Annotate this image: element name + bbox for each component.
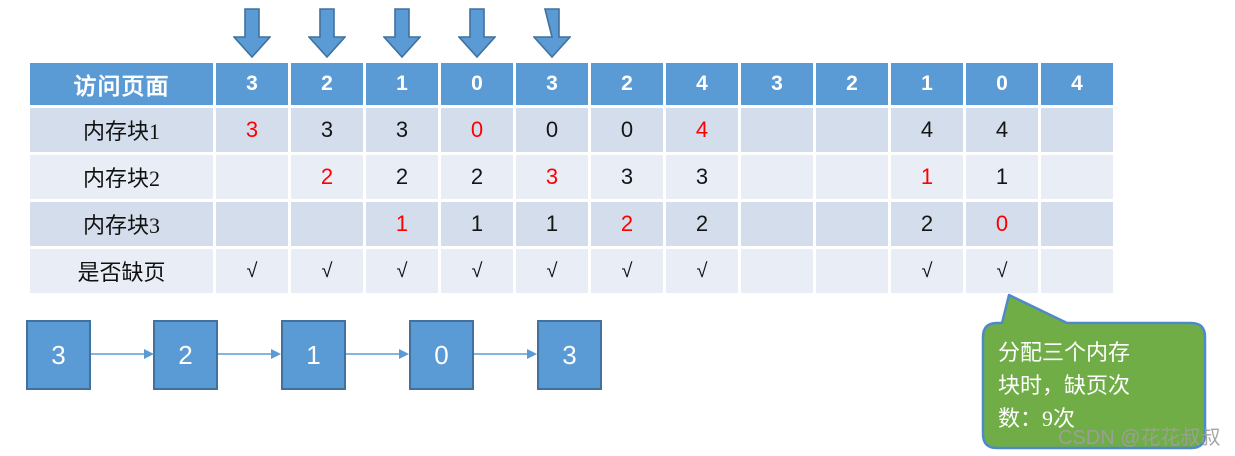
down-arrow-icon (533, 8, 571, 58)
list-node: 3 (26, 320, 91, 390)
page-fault-cell: √ (591, 249, 663, 293)
table-cell: 3 (216, 108, 288, 152)
callout-line: 数：9次 (998, 406, 1076, 431)
page-ref-header: 2 (816, 63, 888, 105)
page-fault-cell: √ (666, 249, 738, 293)
page-ref-header: 3 (741, 63, 813, 105)
table-cell: 4 (666, 108, 738, 152)
down-arrow-icon (458, 8, 496, 58)
table-cell: 1 (366, 202, 438, 246)
table-cell: 3 (516, 155, 588, 199)
page-ref-header: 0 (441, 63, 513, 105)
table-cell: 3 (291, 108, 363, 152)
table-cell: 2 (591, 202, 663, 246)
table-cell: 2 (666, 202, 738, 246)
page-fault-cell (1041, 249, 1113, 293)
page-fault-cell: √ (216, 249, 288, 293)
table-cell: 3 (666, 155, 738, 199)
table-cell (291, 202, 363, 246)
page-ref-header: 4 (666, 63, 738, 105)
arrow-right-connector-icon (91, 349, 154, 359)
page-ref-header: 3 (216, 63, 288, 105)
table-cell (816, 202, 888, 246)
page-fault-cell: √ (891, 249, 963, 293)
table-cell (816, 155, 888, 199)
row-label: 是否缺页 (30, 249, 213, 293)
table-cell: 2 (891, 202, 963, 246)
table-cell: 1 (516, 202, 588, 246)
callout-text: 分配三个内存 块时，缺页次 数：9次 (998, 336, 1198, 435)
arrow-right-connector-icon (218, 349, 281, 359)
list-node: 0 (409, 320, 474, 390)
page-ref-header: 2 (291, 63, 363, 105)
table-cell: 3 (366, 108, 438, 152)
table-cell: 0 (516, 108, 588, 152)
table-header-label: 访问页面 (30, 63, 213, 105)
list-node: 3 (537, 320, 602, 390)
page-fault-cell (816, 249, 888, 293)
page-fault-cell (741, 249, 813, 293)
arrow-right-connector-icon (474, 349, 537, 359)
table-cell: 1 (966, 155, 1038, 199)
table-cell (816, 108, 888, 152)
table-cell: 4 (966, 108, 1038, 152)
table-cell: 0 (966, 202, 1038, 246)
table-cell (1041, 108, 1113, 152)
page-ref-header: 2 (591, 63, 663, 105)
row-label: 内存块3 (30, 202, 213, 246)
table-cell: 1 (441, 202, 513, 246)
page-ref-header: 1 (891, 63, 963, 105)
table-cell (741, 108, 813, 152)
callout-line: 块时，缺页次 (998, 373, 1131, 398)
table-cell (216, 202, 288, 246)
table-cell (1041, 202, 1113, 246)
table-cell (1041, 155, 1113, 199)
table-cell: 0 (441, 108, 513, 152)
page-replacement-table: 访问页面 3 2 1 0 3 2 4 3 2 1 0 4 内存块1 3 3 3 … (30, 63, 1113, 293)
table-cell: 4 (891, 108, 963, 152)
page-fault-cell: √ (516, 249, 588, 293)
callout-line: 分配三个内存 (998, 340, 1131, 365)
table-cell: 3 (591, 155, 663, 199)
table-cell: 0 (591, 108, 663, 152)
page-ref-header: 0 (966, 63, 1038, 105)
list-node: 1 (281, 320, 346, 390)
page-ref-header: 3 (516, 63, 588, 105)
watermark: CSDN @花花叔叔 (1058, 427, 1221, 449)
table-cell: 2 (291, 155, 363, 199)
page-fault-cell: √ (441, 249, 513, 293)
list-node: 2 (153, 320, 218, 390)
page-ref-header: 4 (1041, 63, 1113, 105)
table-cell: 1 (891, 155, 963, 199)
row-label: 内存块1 (30, 108, 213, 152)
page-fault-cell: √ (291, 249, 363, 293)
down-arrow-icon (383, 8, 421, 58)
page-fault-cell: √ (366, 249, 438, 293)
table-cell (741, 155, 813, 199)
table-cell (741, 202, 813, 246)
table-cell (216, 155, 288, 199)
row-label: 内存块2 (30, 155, 213, 199)
down-arrow-icon (233, 8, 271, 58)
page-fault-cell: √ (966, 249, 1038, 293)
page-ref-header: 1 (366, 63, 438, 105)
table-cell: 2 (366, 155, 438, 199)
arrow-right-connector-icon (346, 349, 409, 359)
table-cell: 2 (441, 155, 513, 199)
callout-bubble (981, 293, 1207, 450)
down-arrow-icon (308, 8, 346, 58)
